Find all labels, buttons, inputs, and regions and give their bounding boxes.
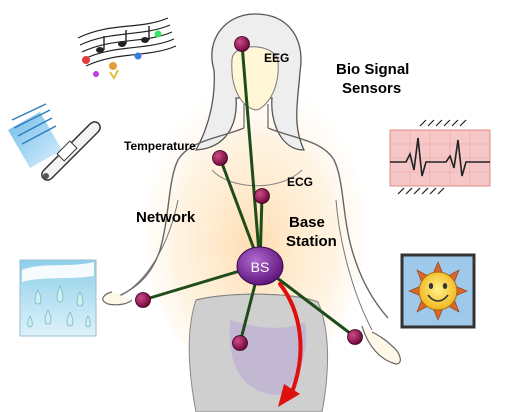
base-station-label-bs: BS (251, 259, 270, 275)
label-sensors: Sensors (342, 80, 401, 97)
right-arm (335, 199, 373, 331)
skirt-shading (229, 320, 307, 395)
label-station: Station (286, 233, 337, 250)
sensor-node-ecg (254, 188, 270, 204)
label-eeg: EEG (264, 51, 289, 65)
base-station-node: BS (236, 246, 284, 286)
left-hand (102, 291, 133, 306)
sensor-node-right-hand (347, 329, 363, 345)
rain-icon (19, 259, 97, 337)
label-ecg: ECG (287, 175, 313, 189)
woman-figure (102, 13, 401, 412)
thermometer-icon (8, 103, 101, 181)
right-hand (361, 325, 401, 365)
sensor-nodes (135, 36, 363, 351)
transmission-arrow (278, 282, 303, 407)
neck (243, 104, 269, 128)
label-base: Base (289, 214, 325, 231)
left-arm (119, 199, 179, 297)
link-eeg (240, 42, 262, 267)
sun-icon (400, 253, 476, 329)
sensor-node-left-hand (135, 292, 151, 308)
music-notes-icon (77, 17, 177, 80)
sensor-node-temperature (212, 150, 228, 166)
label-network: Network (136, 209, 196, 226)
sensor-node-abdomen (232, 335, 248, 351)
neckline (211, 169, 303, 187)
label-temperature: Temperature (124, 139, 196, 153)
ecg-waveform-icon (389, 119, 491, 195)
label-bio-signal: Bio Signal (336, 61, 409, 78)
link-temperature (218, 156, 262, 267)
sensor-node-eeg (234, 36, 250, 52)
torso-outline (109, 127, 389, 319)
